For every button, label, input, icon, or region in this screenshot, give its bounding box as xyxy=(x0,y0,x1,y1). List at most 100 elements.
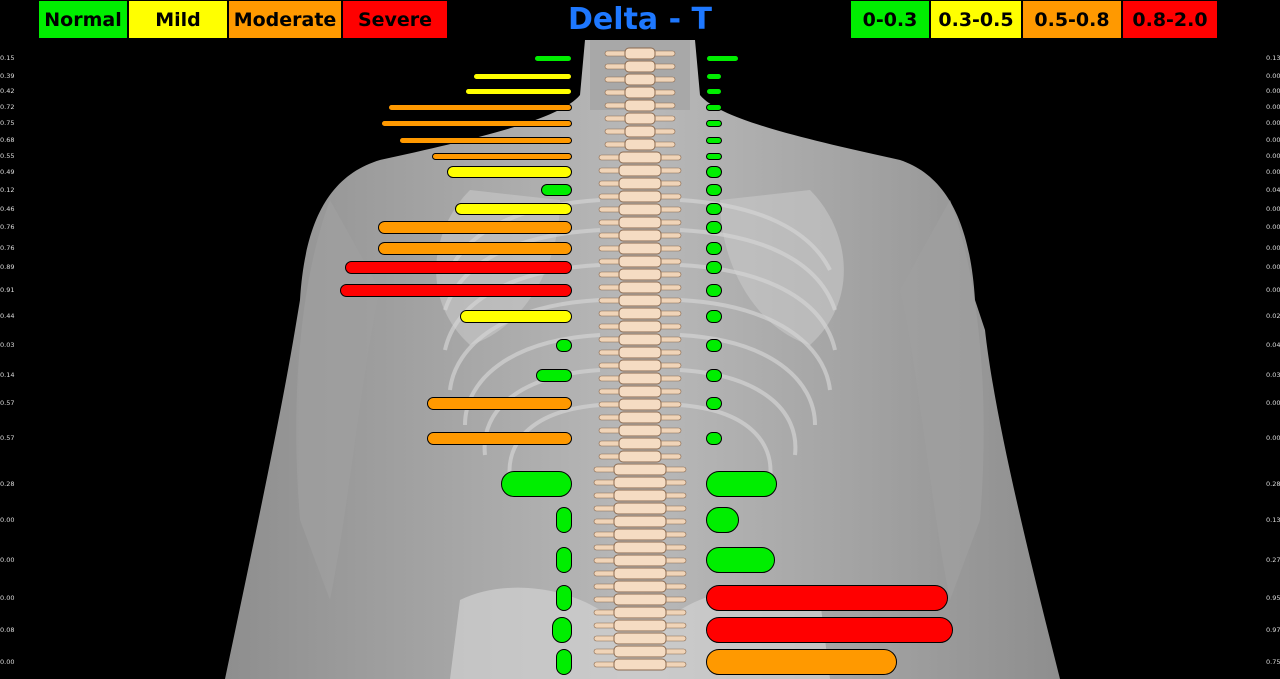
left-value-label: 0.57 xyxy=(0,399,15,407)
vertebra xyxy=(624,112,656,125)
vertebra xyxy=(618,151,662,164)
left-delta-bar xyxy=(556,338,572,352)
right-value-label: 0.00 xyxy=(1266,263,1280,271)
right-value-label: 0.75 xyxy=(1266,658,1280,666)
left-value-label: 0.49 xyxy=(0,168,15,176)
vertebra xyxy=(618,190,662,203)
vertebra xyxy=(618,268,662,281)
right-delta-bar xyxy=(706,87,722,95)
vertebra xyxy=(624,73,656,86)
vertebra xyxy=(613,619,667,632)
vertebra xyxy=(618,320,662,333)
vertebra xyxy=(624,47,656,60)
legend-severe: Severe xyxy=(342,0,448,39)
vertebra xyxy=(613,463,667,476)
right-delta-bar xyxy=(706,166,722,178)
right-value-label: 0.95 xyxy=(1266,594,1280,602)
legend-range-severe: 0.8-2.0 xyxy=(1122,0,1218,39)
left-value-label: 0.00 xyxy=(0,594,15,602)
right-delta-bar xyxy=(706,309,722,323)
left-delta-bar xyxy=(556,507,572,533)
left-delta-bar xyxy=(556,649,572,675)
right-delta-bar xyxy=(706,184,722,196)
vertebra xyxy=(613,645,667,658)
right-delta-bar xyxy=(706,136,722,144)
left-delta-bar xyxy=(447,166,572,178)
left-value-label: 0.76 xyxy=(0,223,15,231)
right-delta-bar xyxy=(706,649,898,675)
left-delta-bar xyxy=(556,585,572,611)
left-delta-bar xyxy=(500,471,572,497)
vertebra xyxy=(613,554,667,567)
right-value-label: 0.13 xyxy=(1266,54,1280,62)
left-delta-bar xyxy=(426,396,572,410)
left-value-label: 0.91 xyxy=(0,286,15,294)
page-title: Delta - T xyxy=(568,2,712,37)
vertebra xyxy=(618,333,662,346)
left-value-label: 0.68 xyxy=(0,136,15,144)
left-delta-bar xyxy=(378,241,572,255)
vertebra xyxy=(613,580,667,593)
vertebra xyxy=(613,606,667,619)
vertebra xyxy=(618,359,662,372)
right-value-label: 0.00 xyxy=(1266,168,1280,176)
vertebra xyxy=(618,203,662,216)
left-value-label: 0.12 xyxy=(0,186,15,194)
left-value-label: 0.75 xyxy=(0,119,15,127)
left-value-label: 0.00 xyxy=(0,658,15,666)
vertebra xyxy=(624,60,656,73)
right-delta-bar xyxy=(706,152,722,160)
right-delta-bar xyxy=(706,241,722,255)
left-value-label: 0.46 xyxy=(0,205,15,213)
vertebra xyxy=(613,632,667,645)
right-delta-bar xyxy=(706,54,740,62)
right-value-label: 0.00 xyxy=(1266,103,1280,111)
left-delta-bar xyxy=(541,184,572,196)
right-delta-bar xyxy=(706,72,722,80)
right-delta-bar xyxy=(706,283,722,297)
left-delta-bar xyxy=(339,283,572,297)
right-value-label: 0.03 xyxy=(1266,371,1280,379)
right-value-label: 0.27 xyxy=(1266,556,1280,564)
right-value-label: 0.04 xyxy=(1266,186,1280,194)
left-value-label: 0.39 xyxy=(0,72,15,80)
right-scapula xyxy=(720,190,844,345)
left-value-label: 0.15 xyxy=(0,54,15,62)
vertebra xyxy=(618,229,662,242)
vertebra xyxy=(613,658,667,671)
left-delta-bar xyxy=(345,260,572,274)
right-value-label: 0.00 xyxy=(1266,119,1280,127)
left-delta-bar xyxy=(398,136,572,144)
vertebra xyxy=(618,385,662,398)
left-delta-bar xyxy=(556,547,572,573)
right-value-label: 0.13 xyxy=(1266,516,1280,524)
left-delta-bar xyxy=(378,220,572,234)
left-delta-bar xyxy=(388,103,572,111)
left-value-label: 0.00 xyxy=(0,516,15,524)
vertebra xyxy=(624,138,656,151)
left-value-label: 0.44 xyxy=(0,312,15,320)
left-value-label: 0.76 xyxy=(0,244,15,252)
right-delta-bar xyxy=(706,260,722,274)
right-value-label: 0.04 xyxy=(1266,341,1280,349)
vertebra xyxy=(613,476,667,489)
right-value-label: 0.00 xyxy=(1266,223,1280,231)
left-value-label: 0.14 xyxy=(0,371,15,379)
left-delta-bar xyxy=(426,431,572,445)
right-value-label: 0.00 xyxy=(1266,244,1280,252)
right-delta-bar xyxy=(706,431,722,445)
vertebra xyxy=(618,164,662,177)
vertebra xyxy=(618,294,662,307)
legend-mild: Mild xyxy=(128,0,228,39)
right-delta-bar xyxy=(706,368,722,382)
right-value-label: 0.97 xyxy=(1266,626,1280,634)
left-delta-bar xyxy=(551,617,572,643)
right-delta-bar xyxy=(706,507,740,533)
legend-moderate: Moderate xyxy=(228,0,342,39)
right-delta-bar xyxy=(706,396,722,410)
right-delta-bar xyxy=(706,119,722,127)
left-value-label: 0.03 xyxy=(0,341,15,349)
right-value-label: 0.00 xyxy=(1266,136,1280,144)
legend-range-normal: 0-0.3 xyxy=(850,0,930,39)
right-delta-bar xyxy=(706,617,954,643)
